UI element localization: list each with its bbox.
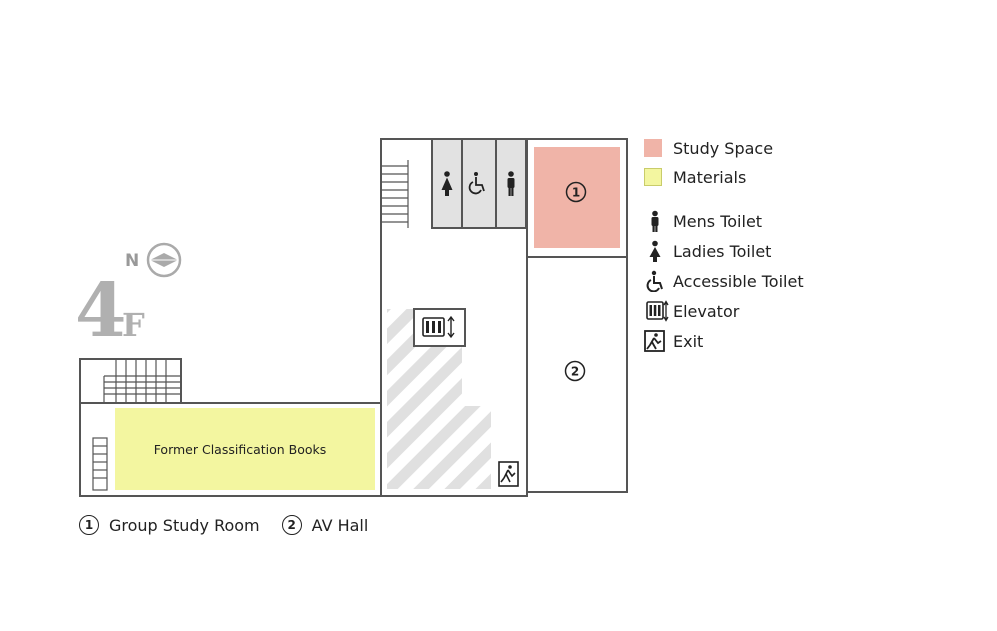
key-number-badge: 1: [79, 515, 99, 535]
legend-label: Materials: [673, 167, 747, 187]
materials-area-label: Former Classification Books: [154, 442, 327, 457]
key-number-badge: 2: [281, 515, 302, 535]
svg-text:4: 4: [75, 268, 127, 354]
mens-toilet-icon: [651, 210, 659, 232]
key-label: AV Hall: [311, 515, 369, 535]
key-item-av-hall: 2 AV Hall: [281, 515, 369, 535]
materials-area: [115, 408, 375, 490]
legend-elevator: Elevator: [644, 300, 739, 322]
legend-study-space: Study Space: [644, 137, 773, 159]
room1-marker: 1: [572, 186, 580, 200]
elevator-icon: [422, 315, 455, 339]
svg-text:F: F: [122, 306, 145, 344]
legend-label: Study Space: [673, 138, 774, 158]
staircase-left: [92, 437, 108, 491]
exit-icon: [498, 461, 519, 487]
mens-toilet-icon: [507, 171, 515, 196]
legend-accessible-toilet: Accessible Toilet: [644, 270, 804, 292]
floor-label: 4 F: [75, 268, 145, 354]
legend-label: Exit: [673, 331, 704, 351]
legend-exit: Exit: [644, 330, 703, 352]
elevator-icon: [646, 300, 669, 322]
left-wing: Former Classification Books: [79, 358, 382, 497]
staircase-top: [381, 160, 409, 228]
compass-icon: [146, 242, 182, 278]
north-compass: N: [125, 242, 182, 278]
ladies-toilet-icon: [441, 171, 453, 196]
accessible-toilet-icon: [468, 172, 485, 195]
exit-icon: [644, 330, 665, 352]
legend-mens-toilet: Mens Toilet: [644, 210, 762, 232]
materials-swatch: [644, 168, 662, 186]
key-label: Group Study Room: [109, 515, 260, 535]
staircase-top-left: [103, 359, 181, 403]
av-hall: [526, 256, 628, 493]
study-space-swatch: [644, 139, 662, 157]
key-item-group-study-room: 1 Group Study Room: [79, 515, 260, 535]
legend-label: Mens Toilet: [673, 211, 763, 231]
ladies-toilet-icon: [649, 240, 661, 262]
accessible-toilet-icon: [646, 270, 663, 292]
legend-ladies-toilet: Ladies Toilet: [644, 240, 771, 262]
legend-materials: Materials: [644, 166, 746, 188]
room-key: 1 Group Study Room 2 AV Hall: [79, 515, 390, 535]
hatched-area: [387, 309, 491, 489]
svg-text:N: N: [125, 251, 139, 271]
legend-label: Elevator: [673, 301, 740, 321]
legend-label: Ladies Toilet: [673, 241, 772, 261]
accessible-toilet-room: [461, 138, 497, 229]
central-block: [380, 138, 528, 497]
group-study-room: [534, 147, 620, 248]
right-block: 1 2: [526, 138, 628, 493]
room2-marker: 2: [571, 365, 579, 379]
legend-label: Accessible Toilet: [673, 271, 804, 291]
